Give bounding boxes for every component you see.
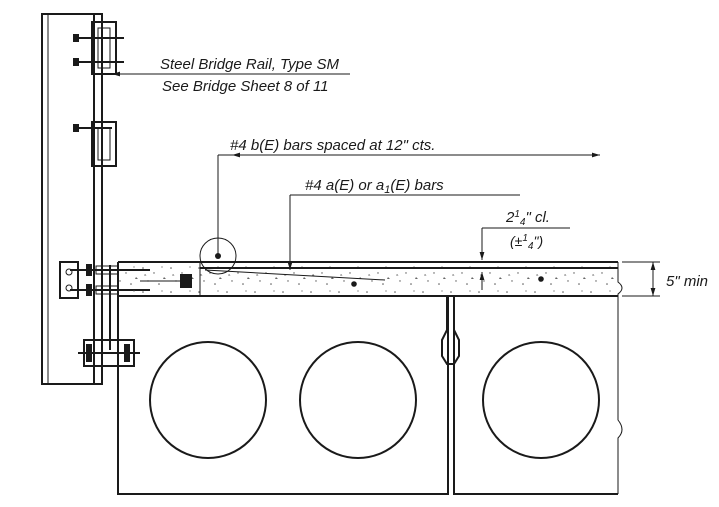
- box-beam-right: [453, 295, 618, 495]
- deck-slab: [117, 237, 618, 297]
- rail-base-anchor: [59, 261, 150, 367]
- void-circle-1: [149, 341, 267, 459]
- top-rail-tube: [73, 21, 124, 75]
- shear-key: [441, 296, 460, 365]
- break-line: [617, 262, 623, 494]
- a-bars-label: #4 a(E) or a1(E) bars: [305, 177, 444, 196]
- rail-title-label: Steel Bridge Rail, Type SM: [160, 56, 339, 73]
- middle-rail-tube: [73, 121, 117, 167]
- tolerance-label: (±14"): [510, 233, 543, 252]
- box-beam-left: [117, 295, 449, 495]
- rebar-dot-1: [351, 281, 357, 287]
- void-circle-3: [482, 341, 600, 459]
- thickness-label: 5" min: [666, 273, 708, 290]
- void-circle-2: [299, 341, 417, 459]
- b-bars-label: #4 b(E) bars spaced at 12" cts.: [230, 137, 435, 154]
- steel-rail-post: [41, 13, 150, 385]
- rail-ref-label: See Bridge Sheet 8 of 11: [162, 78, 329, 95]
- clear-cover-label: 214" cl.: [505, 209, 550, 228]
- rebar-dot-2: [538, 276, 544, 282]
